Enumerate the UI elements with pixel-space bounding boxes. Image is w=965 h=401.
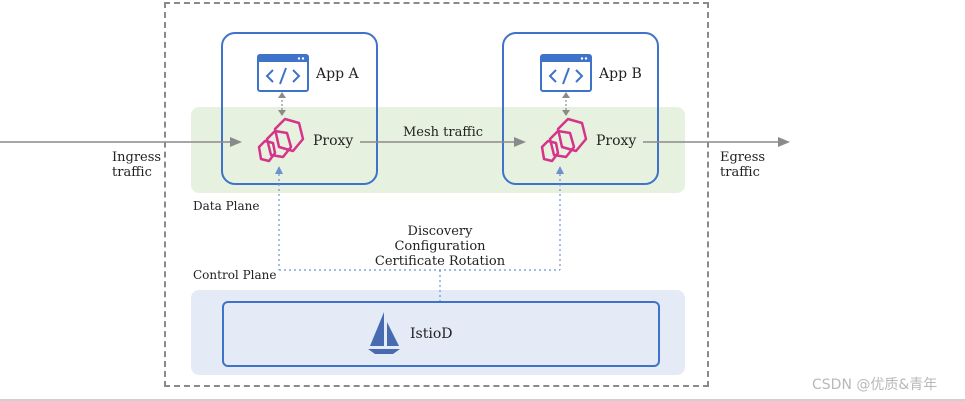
ingress-arrowhead bbox=[230, 137, 242, 147]
bottom-divider bbox=[0, 399, 965, 401]
control-function-discovery: Discovery bbox=[407, 224, 473, 239]
proxy-b-label: Proxy bbox=[596, 133, 637, 149]
istiod-label: IstioD bbox=[410, 326, 453, 342]
control-plane-band bbox=[191, 290, 685, 375]
app-b-proxy-link bbox=[562, 92, 570, 116]
app-a-pod bbox=[221, 32, 378, 185]
control-plane-label: Control Plane bbox=[193, 268, 277, 282]
istiod-box bbox=[222, 301, 660, 367]
code-window-icon-a bbox=[257, 54, 309, 92]
control-arrowhead-b bbox=[556, 166, 564, 174]
control-arrowhead-a bbox=[275, 166, 283, 174]
mesh-traffic-label: Mesh traffic bbox=[403, 125, 484, 140]
envoy-proxy-icon-a bbox=[257, 117, 305, 163]
app-a-proxy-link bbox=[278, 92, 286, 116]
code-window-icon-b bbox=[540, 54, 592, 92]
app-b-label: App B bbox=[599, 66, 642, 82]
app-b-pod bbox=[502, 32, 659, 185]
proxy-a-label: Proxy bbox=[313, 133, 354, 149]
istio-sail-icon bbox=[368, 312, 400, 354]
control-function-configuration: Configuration bbox=[394, 239, 486, 254]
mesh-traffic-arrowhead bbox=[514, 137, 526, 147]
egress-label-line2: traffic bbox=[720, 165, 760, 180]
egress-label-line1: Egress bbox=[720, 150, 766, 165]
data-plane-label: Data Plane bbox=[193, 199, 260, 213]
control-function-certificate-rotation: Certificate Rotation bbox=[374, 254, 506, 269]
envoy-proxy-icon-b bbox=[540, 117, 588, 163]
egress-arrowhead bbox=[778, 137, 790, 147]
app-a-label: App A bbox=[316, 66, 359, 82]
control-plane-links bbox=[278, 174, 561, 301]
service-mesh-boundary bbox=[164, 2, 709, 387]
ingress-label-line1: Ingress bbox=[112, 150, 162, 165]
watermark: CSDN @优质&青年 bbox=[812, 377, 938, 393]
ingress-label-line2: traffic bbox=[112, 165, 152, 180]
